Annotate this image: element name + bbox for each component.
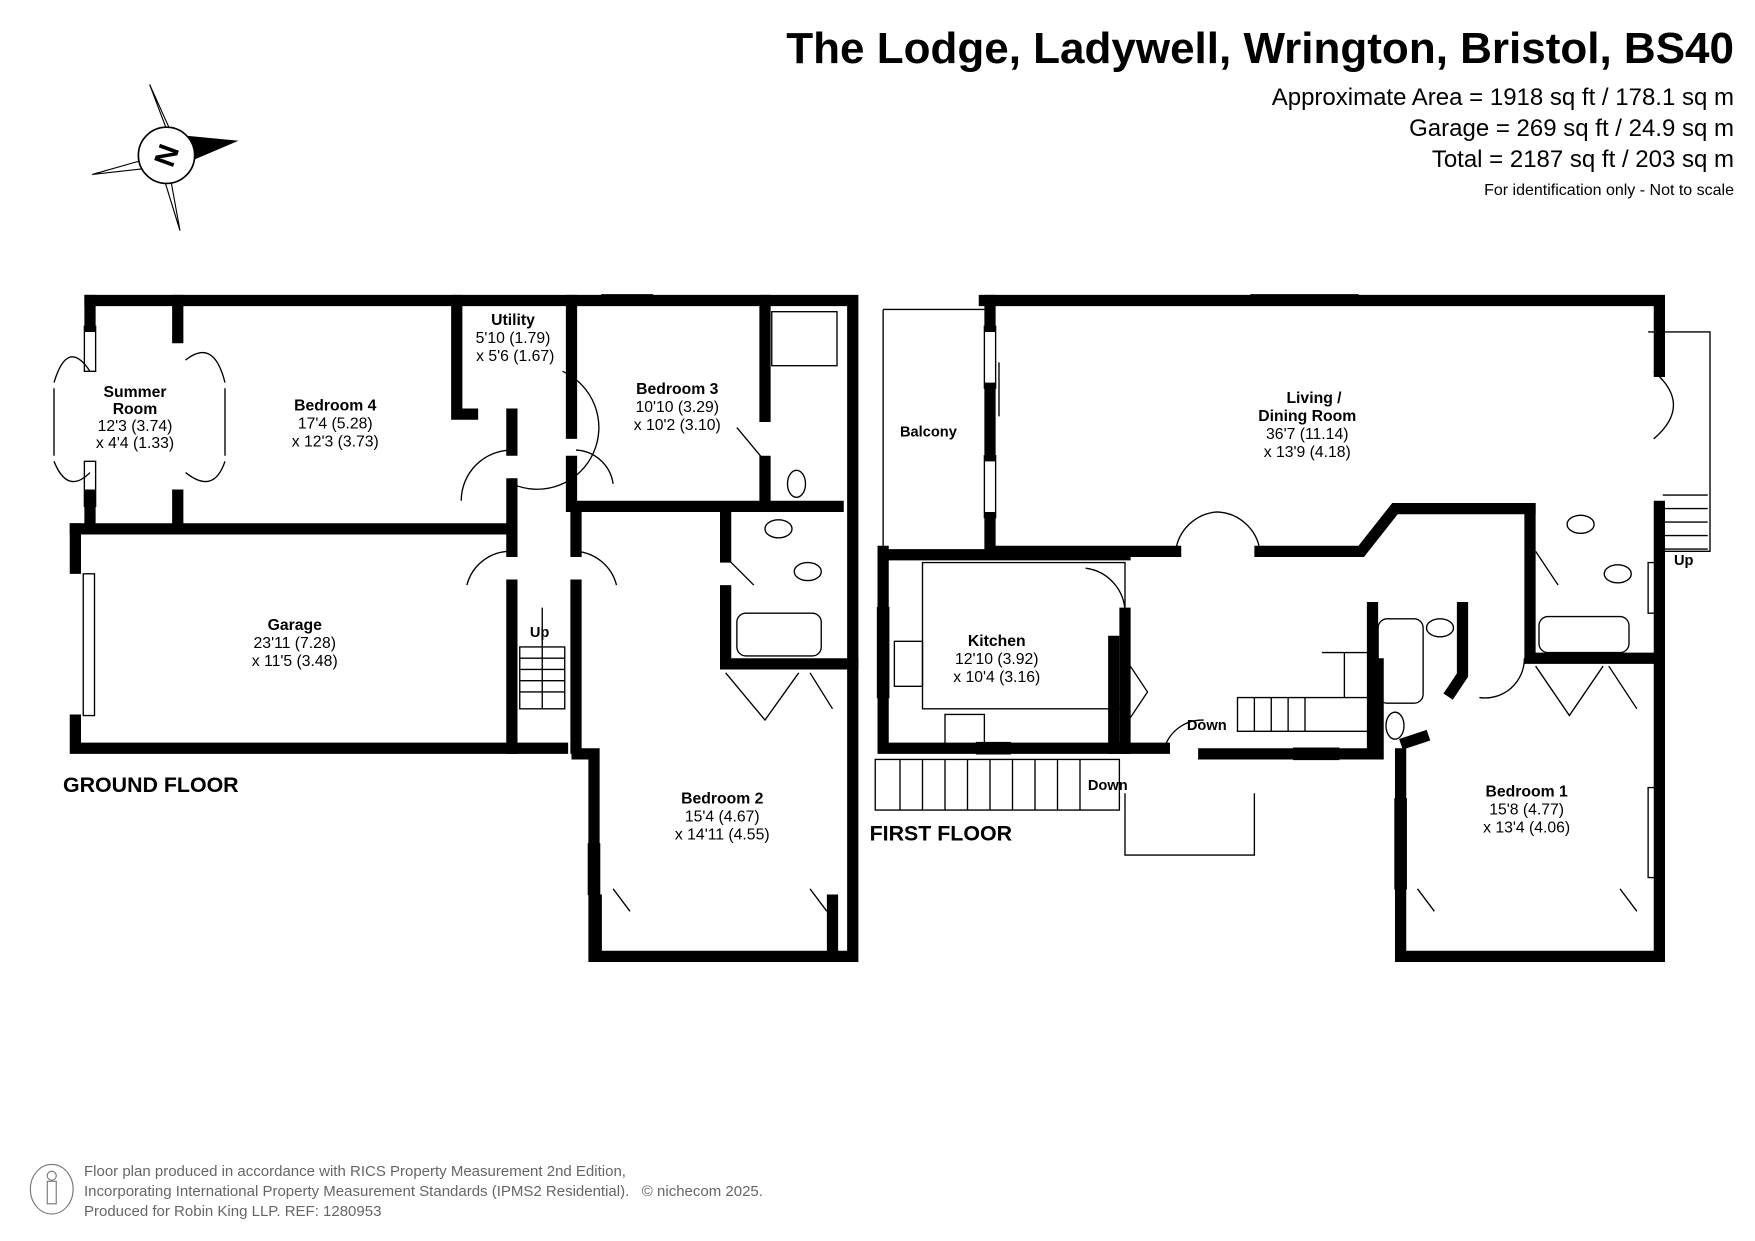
room-dim: x 10'2 (3.10) xyxy=(634,417,721,434)
room-name-bedroom-4: Bedroom 4 xyxy=(294,398,377,415)
total-area: Total = 2187 sq ft / 203 sq m xyxy=(1431,146,1734,173)
room-dim: 15'4 (4.67) xyxy=(685,808,760,825)
room-name-garage: Garage xyxy=(268,617,323,634)
ground-floor-label: GROUND FLOOR xyxy=(63,773,239,797)
room-name-summer-room-2: Room xyxy=(113,401,158,418)
room-name-bedroom-1: Bedroom 1 xyxy=(1485,784,1568,801)
person-icon xyxy=(29,1163,74,1215)
room-dim: 5'10 (1.79) xyxy=(476,330,551,347)
room-dim: x 13'9 (4.18) xyxy=(1264,444,1351,461)
room-name-living: Living / xyxy=(1286,390,1342,407)
room-dim: x 12'3 (3.73) xyxy=(292,434,379,451)
first-floor-label: FIRST FLOOR xyxy=(870,821,1012,845)
first-floor-walls xyxy=(874,294,1711,962)
room-dim: 17'4 (5.28) xyxy=(298,416,373,433)
room-dim: 36'7 (11.14) xyxy=(1266,426,1348,443)
room-dim: 15'8 (4.77) xyxy=(1489,802,1564,819)
room-dim: 10'10 (3.29) xyxy=(635,399,719,416)
stairs-up-label: Up xyxy=(1674,553,1694,569)
room-dim: x 4'4 (1.33) xyxy=(96,435,174,452)
stairs-down-label: Down xyxy=(1187,718,1227,734)
room-name-kitchen: Kitchen xyxy=(968,633,1026,650)
room-dim: x 11'5 (3.48) xyxy=(252,653,338,670)
footer-line-3: Produced for Robin King LLP. REF: 128095… xyxy=(84,1203,382,1220)
footer: Floor plan produced in accordance with R… xyxy=(84,1162,763,1222)
ground-floor-walls xyxy=(53,294,859,962)
room-dim: x 10'4 (3.16) xyxy=(953,669,1040,686)
property-title: The Lodge, Ladywell, Wrington, Bristol, … xyxy=(786,24,1734,73)
room-dim: x 14'11 (4.55) xyxy=(675,826,770,843)
footer-line-1: Floor plan produced in accordance with R… xyxy=(84,1163,626,1180)
room-name-utility: Utility xyxy=(491,312,535,329)
room-dim: 23'11 (7.28) xyxy=(254,635,336,652)
room-name-bedroom-3: Bedroom 3 xyxy=(636,381,719,398)
room-name-balcony: Balcony xyxy=(900,425,958,441)
stairs-down-label: Down xyxy=(1088,778,1128,794)
garage-area: Garage = 269 sq ft / 24.9 sq m xyxy=(1409,115,1734,142)
room-name-dining-room: Dining Room xyxy=(1258,408,1356,425)
room-dim: 12'10 (3.92) xyxy=(955,651,1039,668)
disclaimer-note: For identification only - Not to scale xyxy=(1484,182,1734,199)
compass-rose-icon: N xyxy=(92,84,239,231)
room-name-summer-room: Summer xyxy=(103,384,166,401)
room-dim: 12'3 (3.74) xyxy=(98,418,173,435)
room-dim: x 5'6 (1.67) xyxy=(476,348,554,365)
room-dim: x 13'4 (4.06) xyxy=(1483,820,1570,837)
footer-copyright: © nichecom 2025. xyxy=(641,1183,763,1200)
footer-line-2: Incorporating International Property Mea… xyxy=(84,1183,630,1200)
stairs-up-label: Up xyxy=(530,625,550,641)
room-name-bedroom-2: Bedroom 2 xyxy=(681,790,764,807)
approximate-area: Approximate Area = 1918 sq ft / 178.1 sq… xyxy=(1271,84,1734,111)
